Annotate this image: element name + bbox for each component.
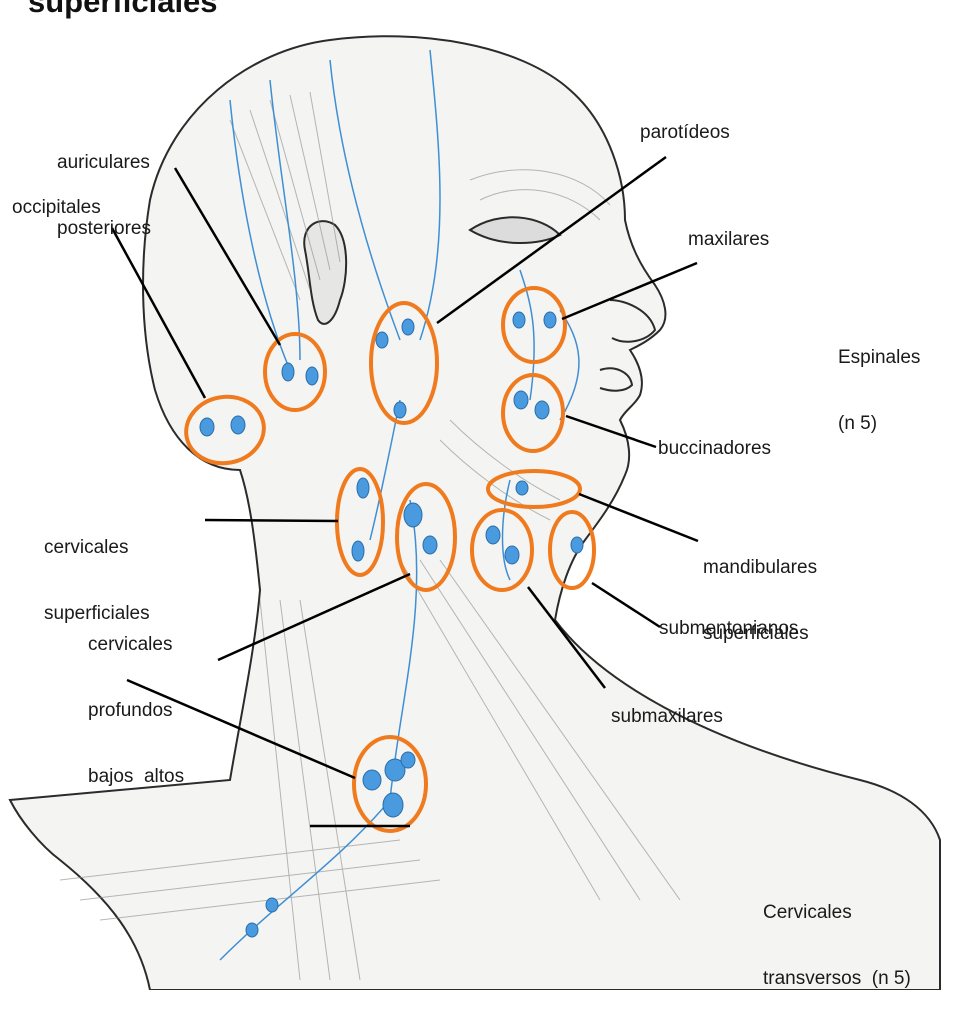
label-transversos-line1: Cervicales	[763, 902, 911, 924]
label-occipitales: occipitales	[12, 197, 101, 219]
label-parotideos: parotídeos	[640, 122, 730, 144]
label-espinales: Espinales (n 5)	[838, 303, 920, 457]
label-mandibulares-line1: mandibulares	[703, 557, 817, 579]
label-cervicales-transversos: Cervicales transversos (n 5)	[763, 858, 911, 1012]
label-auriculares-line2: posteriores	[57, 218, 151, 240]
label-transversos-line2: transversos (n 5)	[763, 968, 911, 990]
leader-cervicales-superficiales	[205, 520, 338, 521]
label-submentonianos: submentonianos	[659, 618, 798, 640]
label-cervicales-profundos: cervicales profundos bajos altos	[88, 590, 184, 810]
label-maxilares: maxilares	[688, 229, 769, 251]
label-cervprof-line3: bajos altos	[88, 766, 184, 788]
label-cervprof-line1: cervicales	[88, 634, 184, 656]
label-espinales-line2: (n 5)	[838, 413, 920, 435]
label-buccinadores: buccinadores	[658, 438, 771, 460]
label-espinales-line1: Espinales	[838, 347, 920, 369]
leader-submentonianos	[592, 583, 660, 627]
label-submaxilares: submaxilares	[611, 706, 723, 728]
label-auriculares-posteriores: auriculares posteriores	[57, 108, 151, 262]
label-auriculares-line1: auriculares	[57, 152, 151, 174]
label-cervprof-line2: profundos	[88, 700, 184, 722]
label-cervsup-line1: cervicales	[44, 537, 150, 559]
label-mandibulares-superficiales: mandibulares superficiales	[703, 513, 817, 667]
